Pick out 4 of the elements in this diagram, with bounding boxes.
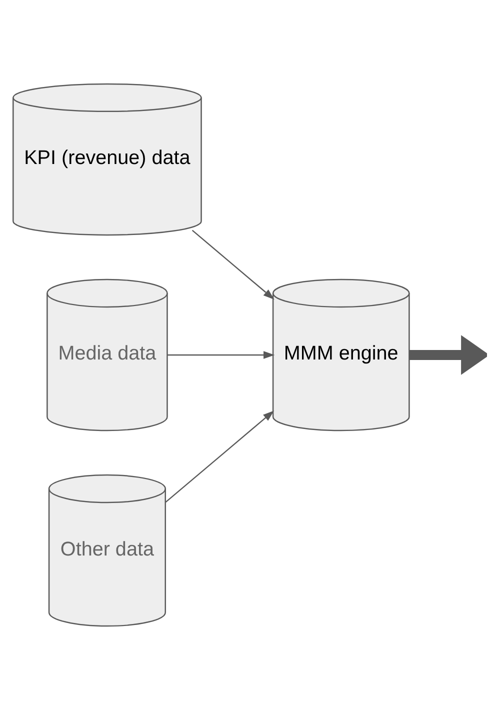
arrow	[165, 410, 274, 503]
arrow	[192, 230, 274, 300]
arrow	[167, 351, 275, 359]
arrow	[409, 335, 487, 375]
